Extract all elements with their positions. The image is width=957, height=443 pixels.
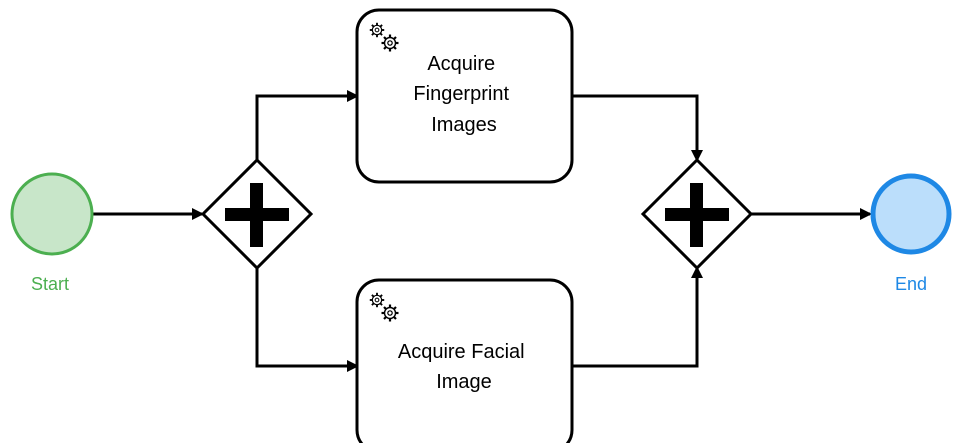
task-label-line: Fingerprint xyxy=(413,83,509,105)
svg-text:Acquire Fingerprint: Acquire Fingerprint Images xyxy=(413,53,514,136)
start-event[interactable] xyxy=(10,172,94,256)
flow-facial-to-join xyxy=(572,266,703,368)
flow-split-to-facial xyxy=(255,268,359,372)
plus-icon xyxy=(665,183,729,247)
task-label-line: Image xyxy=(436,371,492,393)
start-event-label: Start xyxy=(31,274,69,294)
task-acquire-fingerprint[interactable]: Acquire Fingerprint Images xyxy=(355,8,574,184)
flow-fingerprint-to-join xyxy=(572,94,703,162)
plus-icon xyxy=(225,183,289,247)
end-event[interactable] xyxy=(870,173,952,255)
parallel-gateway-split[interactable] xyxy=(200,157,314,271)
task-label-line: Images xyxy=(431,114,497,136)
task-acquire-facial[interactable]: Acquire Facial Image xyxy=(355,278,574,443)
flow-split-to-fingerprint xyxy=(255,90,359,160)
task-label-line: Acquire Facial xyxy=(398,341,525,363)
end-event-label: End xyxy=(895,274,927,294)
parallel-gateway-join[interactable] xyxy=(640,157,754,271)
svg-text:Acquire Facial Image: Acquire Facial Image xyxy=(398,341,530,393)
task-label-line: Acquire xyxy=(427,53,495,75)
